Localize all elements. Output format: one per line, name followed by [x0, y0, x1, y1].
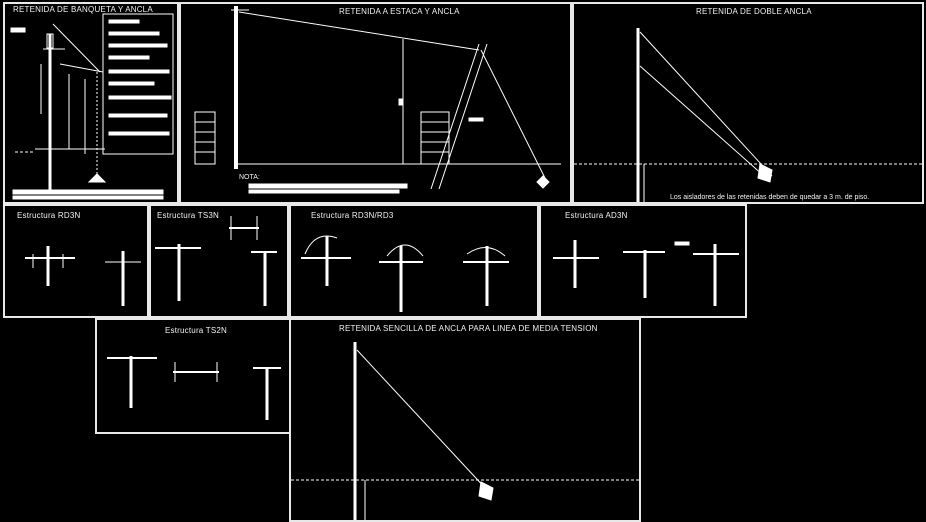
ts2n-drawing [97, 320, 289, 432]
panel-title: RETENIDA A ESTACA Y ANCLA [339, 7, 460, 16]
panel-estructura-rd3n-rd3: Estructura RD3N/RD3 [289, 204, 539, 318]
panel-title: Estructura RD3N/RD3 [311, 211, 394, 220]
rd3n-drawing [5, 206, 147, 316]
panel-estructura-ts3n: Estructura TS3N [149, 204, 289, 318]
panel-retenida-sencilla: RETENIDA SENCILLA DE ANCLA PARA LINEA DE… [289, 318, 641, 522]
panel-estructura-ts2n: Estructura TS2N [95, 318, 291, 434]
panel-retenida-banqueta: RETENIDA DE BANQUETA Y ANCLA [3, 2, 179, 204]
panel-title: Estructura TS3N [157, 211, 219, 220]
panel-title: Estructura AD3N [565, 211, 628, 220]
panel-retenida-doble: RETENIDA DE DOBLE ANCLA Los aisladores d… [572, 2, 924, 204]
panel-title: RETENIDA DE DOBLE ANCLA [696, 7, 812, 16]
estaca-drawing [181, 4, 570, 202]
panel-estructura-ad3n: Estructura AD3N [539, 204, 747, 318]
note-text: Los aisladores de las retenidas deben de… [670, 194, 870, 201]
panel-title: RETENIDA SENCILLA DE ANCLA PARA LINEA DE… [339, 324, 598, 333]
ad3n-drawing [541, 206, 745, 316]
banqueta-drawing [5, 4, 177, 202]
panel-retenida-estaca: RETENIDA A ESTACA Y ANCLA NOTA: [179, 2, 572, 204]
panel-title: Estructura RD3N [17, 211, 81, 220]
sencilla-drawing [291, 320, 639, 520]
doble-drawing [574, 4, 922, 202]
panel-title: Estructura TS2N [165, 326, 227, 335]
rd3n-rd3-drawing [291, 206, 537, 316]
panel-title: RETENIDA DE BANQUETA Y ANCLA [13, 5, 153, 14]
ts3n-drawing [151, 206, 287, 316]
note-label: NOTA: [239, 174, 260, 181]
panel-estructura-rd3n: Estructura RD3N [3, 204, 149, 318]
